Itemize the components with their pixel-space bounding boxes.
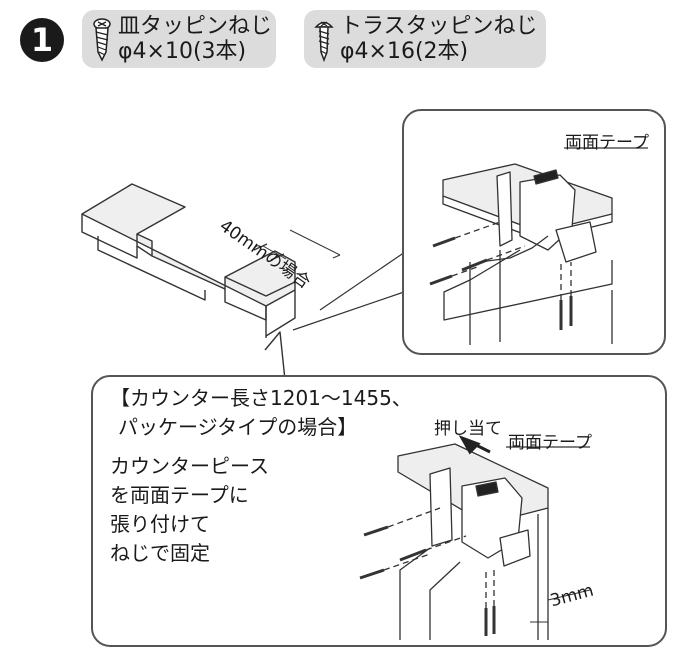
double-sided-tape-label-top: 両面テープ <box>565 133 649 153</box>
truss-screw-icon <box>314 21 334 62</box>
part-spec: φ4×10(3本) <box>118 39 247 64</box>
push-label: 押し当て <box>434 419 502 439</box>
part-truss-screw: トラスタッピンねじ φ4×16(2本) <box>304 10 546 68</box>
note-body-line: を両面テープに <box>110 483 249 507</box>
double-sided-tape-label-bottom: 両面テープ <box>508 433 592 453</box>
counter-piece-drawing <box>81 183 341 338</box>
step-number-badge: 1 <box>20 18 64 62</box>
note-body-line: 張り付けて <box>110 512 210 536</box>
note-body-line: ねじで固定 <box>110 541 210 565</box>
note-box <box>91 375 667 647</box>
part-flat-screw: 皿タッピンねじ φ4×10(3本) <box>82 10 276 68</box>
push-arrow-icon <box>458 435 491 455</box>
part-name: トラスタッピンねじ <box>340 14 538 39</box>
note-title-line1: 【カウンター長さ1201～1455、 <box>110 386 412 410</box>
bracket-detail-top <box>429 163 613 345</box>
note-body-line: カウンターピース <box>110 454 269 478</box>
part-spec: φ4×16(2本) <box>340 39 469 64</box>
flat-screw-icon <box>93 18 111 62</box>
bracket-detail-bottom <box>359 443 591 640</box>
note-title-line2: パッケージタイプの場合】 <box>118 415 358 439</box>
part-name: 皿タッピンねじ <box>118 14 273 39</box>
